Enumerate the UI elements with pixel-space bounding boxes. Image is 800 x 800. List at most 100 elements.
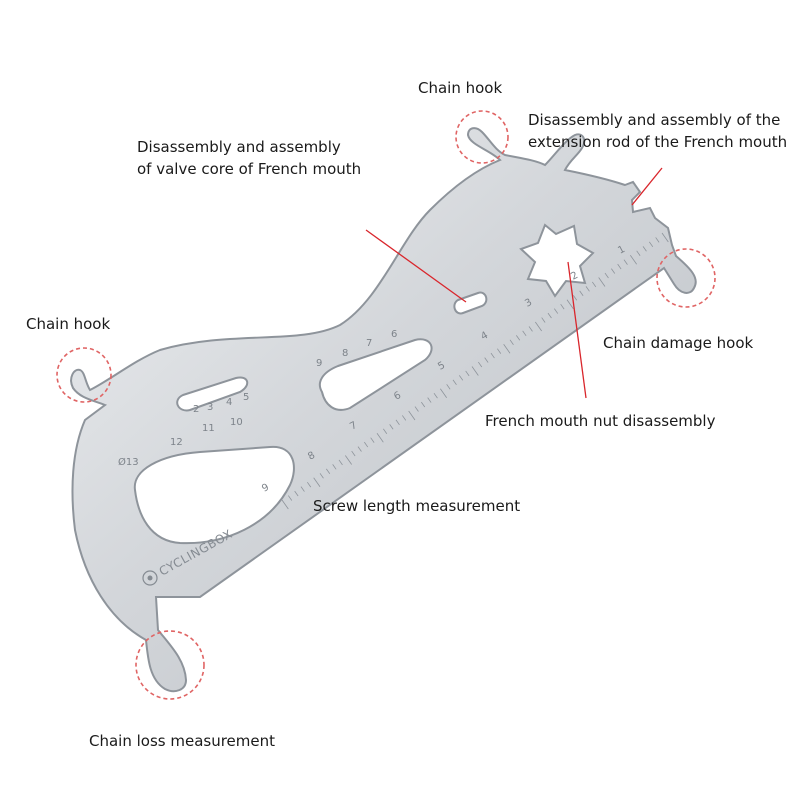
callout-chain-loss: Chain loss measurement <box>89 730 275 752</box>
callout-chain-hook-top: Chain hook <box>418 77 502 99</box>
callout-circle-chain-loss <box>135 630 205 700</box>
slot-number: 10 <box>230 417 243 428</box>
callout-circles <box>56 110 716 700</box>
callout-text: Chain hook <box>26 315 111 333</box>
ruler-tick <box>649 241 654 248</box>
slot-number: 4 <box>226 397 232 408</box>
ruler-tick <box>307 481 312 488</box>
callout-text: of valve core of French mouth <box>137 160 362 178</box>
ruler-ticks <box>281 232 669 510</box>
ruler-tick <box>281 499 289 510</box>
ruler-tick <box>490 352 495 359</box>
slot-number: 5 <box>243 392 249 403</box>
ruler-tick <box>598 277 606 287</box>
leader-line-extension-rod <box>631 167 663 206</box>
ruler-tick <box>547 312 552 319</box>
callout-chain-damage-hook: Chain damage hook <box>603 332 753 354</box>
ruler-tick <box>440 388 447 398</box>
tool-body <box>70 127 697 693</box>
callout-text: Disassembly and assembly <box>137 138 341 156</box>
ruler-tick <box>319 473 324 479</box>
ruler-tick <box>395 419 400 426</box>
callout-valve-core: Disassembly and assembly of valve core o… <box>137 136 361 180</box>
slot-number: 7 <box>366 338 372 349</box>
ruler-tick <box>509 339 514 345</box>
ruler-tick <box>655 237 660 243</box>
ruler-number: 6 <box>392 390 403 403</box>
ruler-tick <box>300 486 305 492</box>
slot-number: 11 <box>202 423 215 434</box>
callout-text: Disassembly and assembly of the <box>528 111 781 129</box>
slot-number: 9 <box>316 358 322 369</box>
slot-number: 8 <box>342 348 348 359</box>
callout-text: Chain loss measurement <box>89 732 276 750</box>
callout-circle-chain-hook-top <box>455 110 509 164</box>
ruler-tick <box>383 428 388 434</box>
ruler-tick <box>414 406 419 412</box>
ruler-tick <box>376 433 384 443</box>
slot-number: 12 <box>170 437 183 448</box>
ruler-number: 3 <box>523 297 534 310</box>
ruler-tick <box>326 468 331 474</box>
ruler-tick <box>554 308 559 314</box>
ruler-tick <box>484 357 489 363</box>
ruler-tick <box>503 344 511 354</box>
ruler-tick <box>579 290 584 296</box>
ruler-tick <box>288 495 293 501</box>
ruler-tick <box>402 415 407 421</box>
ruler-tick <box>446 384 451 390</box>
ruler-tick <box>661 232 669 243</box>
ruler-tick <box>370 437 375 443</box>
ruler-tick <box>573 295 578 301</box>
leader-line-french-nut <box>567 261 587 399</box>
ruler-tick <box>617 263 622 270</box>
ruler-tick <box>604 272 609 279</box>
ruler-tick <box>364 441 369 448</box>
ruler-tick <box>338 459 343 466</box>
callout-text: Chain damage hook <box>603 334 754 352</box>
ruler-tick <box>433 392 438 399</box>
ruler-tick <box>528 326 533 332</box>
ruler-tick <box>611 268 616 274</box>
ruler-number: 8 <box>306 450 317 463</box>
ruler-number: 1 <box>616 244 627 257</box>
callout-text: Chain hook <box>418 79 503 97</box>
ruler-tick <box>516 335 521 341</box>
leader-lines <box>365 167 663 399</box>
callout-screw-length: Screw length measurement <box>313 495 520 517</box>
ruler-tick <box>541 317 546 323</box>
ruler-tick <box>535 321 542 332</box>
ruler-tick <box>471 366 479 376</box>
ruler-tick <box>623 259 628 265</box>
ruler-tick <box>408 410 416 421</box>
ruler-number: 5 <box>436 360 447 373</box>
ruler-tick <box>585 286 590 292</box>
callout-chain-hook-left: Chain hook <box>26 313 110 335</box>
ruler-number: 9 <box>260 482 271 495</box>
ruler-tick <box>351 450 356 457</box>
callout-text: Screw length measurement <box>313 497 521 515</box>
ruler-tick <box>630 255 637 265</box>
callout-french-nut: French mouth nut disassembly <box>485 410 715 432</box>
ruler-tick <box>459 375 464 381</box>
ruler-tick <box>452 379 457 385</box>
ruler-tick <box>465 370 470 377</box>
ruler-tick <box>427 397 432 403</box>
slot-number: 6 <box>391 329 397 340</box>
ruler-tick <box>560 303 565 310</box>
ruler-tick <box>421 401 426 408</box>
callout-circle-chain-damage-hook <box>656 248 716 308</box>
ruler-tick <box>389 424 394 430</box>
ruler-number: 2 <box>569 270 580 283</box>
ruler-tick <box>345 455 352 465</box>
callout-circle-chain-hook-left <box>56 347 112 403</box>
ruler-tick <box>636 250 641 256</box>
ruler-tick <box>294 490 299 497</box>
ruler-tick <box>522 330 527 337</box>
ruler-tick <box>332 464 337 470</box>
slot-numbers: 9 8 7 6 2 3 4 5 11 10 Ø13 12 <box>118 329 397 468</box>
ruler-tick <box>592 281 597 288</box>
ruler-number: 7 <box>348 420 359 433</box>
slot-number: Ø13 <box>118 456 139 468</box>
